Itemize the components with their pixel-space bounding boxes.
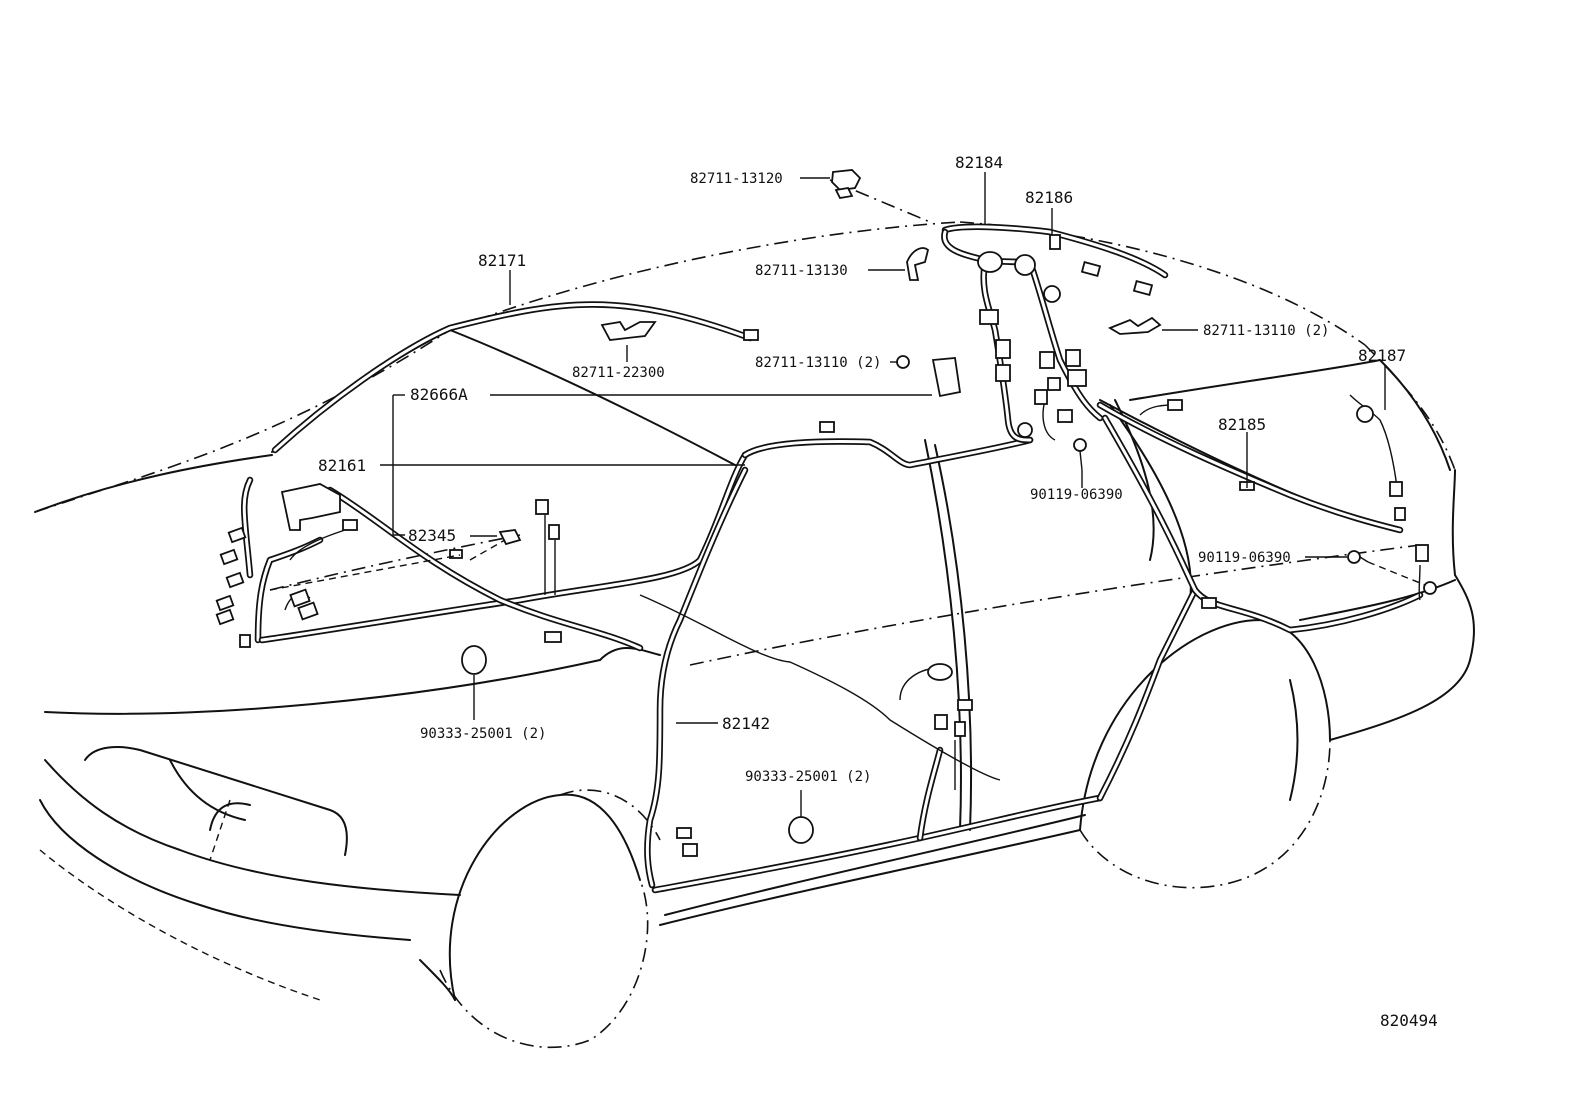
part-labels: 82711-13120 82184 82186 82171 82711-1313… xyxy=(318,153,1438,1030)
label-82711-13110-center: 82711-13110 (2) xyxy=(755,355,881,371)
label-82184: 82184 xyxy=(955,153,1003,172)
label-90333-25001-front: 90333-25001 (2) xyxy=(420,726,546,742)
figure-number: 820494 xyxy=(1380,1011,1438,1030)
label-82161: 82161 xyxy=(318,456,366,475)
label-82711-22300: 82711-22300 xyxy=(572,365,665,381)
label-82711-13110-right: 82711-13110 (2) xyxy=(1203,323,1329,339)
car-body-outline xyxy=(34,179,1476,1049)
label-82186: 82186 xyxy=(1025,188,1073,207)
label-82171: 82171 xyxy=(478,251,526,270)
label-82185: 82185 xyxy=(1218,415,1266,434)
label-82666A: 82666A xyxy=(410,385,468,404)
wire-harness-82171-roof xyxy=(271,301,754,454)
wire-harness-82142-pillar-sill xyxy=(639,436,1199,894)
connectors xyxy=(215,169,1437,857)
label-82142: 82142 xyxy=(722,714,770,733)
wire-harness-82185-rear-deck xyxy=(1096,401,1424,634)
label-82711-13130: 82711-13130 xyxy=(755,263,848,279)
leader-lines xyxy=(269,172,1426,817)
label-90333-25001-center: 90333-25001 (2) xyxy=(745,769,871,785)
label-90119-06390-rear: 90119-06390 xyxy=(1198,550,1291,566)
label-82187: 82187 xyxy=(1358,346,1406,365)
label-82345: 82345 xyxy=(408,526,456,545)
label-82711-13120: 82711-13120 xyxy=(690,171,783,187)
label-90119-06390-center: 90119-06390 xyxy=(1030,487,1123,503)
wire-harness-82187-rear xyxy=(1349,394,1421,601)
wire-harness-82161-front xyxy=(240,451,749,652)
